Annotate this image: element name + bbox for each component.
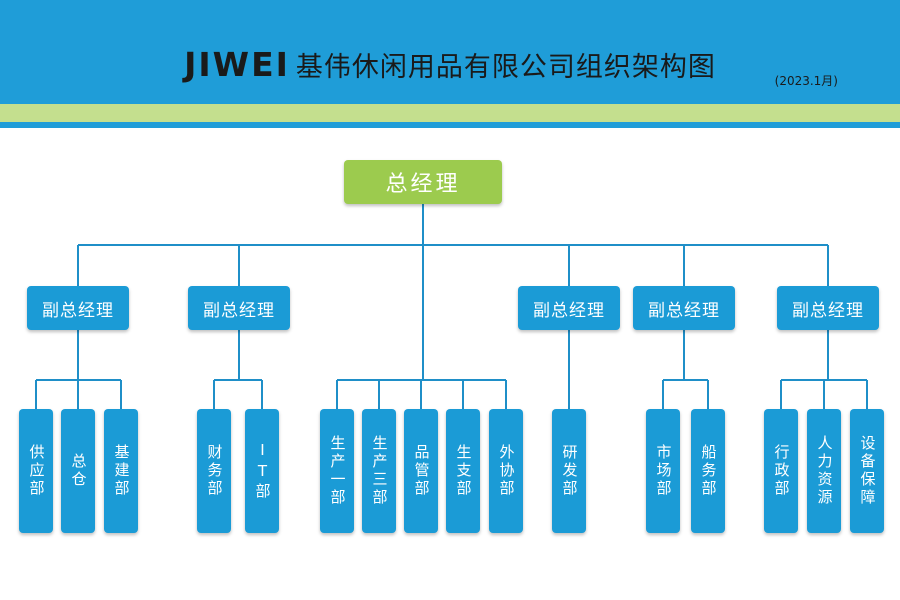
dept-label: 船务部 [699, 444, 718, 498]
dept-label: 生产三部 [370, 435, 389, 507]
dept-box-production-support: 生支部 [446, 409, 480, 533]
dept-box-it: IT部 [245, 409, 279, 533]
dept-label: 研发部 [560, 444, 579, 498]
header-stripe-blue [0, 122, 900, 128]
dept-box-finance: 财务部 [197, 409, 231, 533]
dept-label: IT部 [253, 441, 272, 501]
dept-box-quality: 品管部 [404, 409, 438, 533]
title-row: JIWEI 基伟休闲用品有限公司组织架构图 [0, 40, 900, 88]
dept-box-marketing: 市场部 [646, 409, 680, 533]
vp-box-admin: 副总经理 [777, 286, 879, 330]
dept-label: 生支部 [454, 444, 473, 498]
dept-label: 市场部 [654, 444, 673, 498]
dept-label: 人力资源 [815, 435, 834, 507]
brand-logo: JIWEI [184, 44, 290, 84]
vp-box-supply: 副总经理 [27, 286, 129, 330]
dept-box-warehouse: 总仓 [61, 409, 95, 533]
dept-box-construction: 基建部 [104, 409, 138, 533]
dept-box-equipment: 设备保障 [850, 409, 884, 533]
dept-label: 财务部 [205, 444, 224, 498]
general-manager-box: 总经理 [344, 160, 502, 204]
dept-box-human-resources: 人力资源 [807, 409, 841, 533]
dept-box-shipping: 船务部 [691, 409, 725, 533]
dept-label: 基建部 [112, 444, 131, 498]
header-stripe-green [0, 104, 900, 122]
dept-label: 品管部 [412, 444, 431, 498]
vp-box-rnd: 副总经理 [518, 286, 620, 330]
vp-box-finance: 副总经理 [188, 286, 290, 330]
vp-box-marketing: 副总经理 [633, 286, 735, 330]
dept-box-supply: 供应部 [19, 409, 53, 533]
dept-box-production-3: 生产三部 [362, 409, 396, 533]
dept-label: 行政部 [772, 444, 791, 498]
dept-box-production-1: 生产一部 [320, 409, 354, 533]
page-title: 基伟休闲用品有限公司组织架构图 [295, 51, 716, 83]
dept-label: 外协部 [497, 444, 516, 498]
dept-box-outsourcing: 外协部 [489, 409, 523, 533]
dept-label: 生产一部 [328, 435, 347, 507]
date-label: (2023.1月) [774, 74, 838, 88]
header-banner [0, 0, 900, 104]
dept-label: 总仓 [69, 453, 88, 489]
dept-box-rnd: 研发部 [552, 409, 586, 533]
dept-label: 设备保障 [858, 435, 877, 507]
dept-label: 供应部 [27, 444, 46, 498]
dept-box-administration: 行政部 [764, 409, 798, 533]
